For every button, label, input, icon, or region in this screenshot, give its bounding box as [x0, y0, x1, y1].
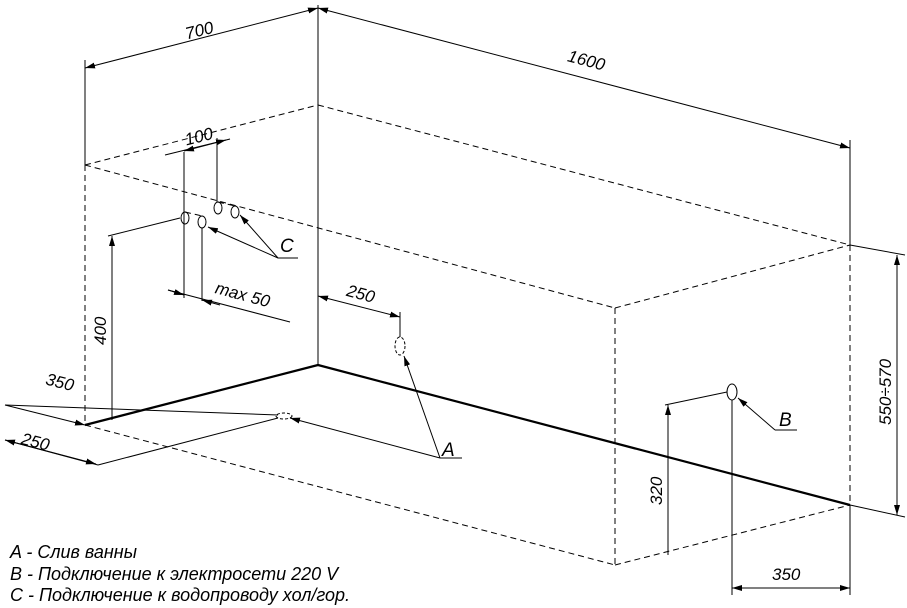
water-supply-pipes: 100 max 50 400 C: [91, 124, 298, 420]
legend-item-c: C - Подключение к водопроводу хол/гор.: [10, 585, 350, 605]
pipe-height-label: 400: [91, 316, 110, 345]
drain-side-label: 350: [44, 370, 77, 395]
bathtub-outline: [84, 5, 851, 566]
legend: A - Слив ванны B - Подключение к электро…: [9, 542, 350, 605]
marker-b: B: [779, 410, 792, 431]
socket-side-label: 350: [772, 565, 801, 584]
drain-front-label: 250: [18, 429, 52, 455]
dimension-length-label: 1600: [566, 47, 608, 75]
legend-item-a: A - Слив ванны: [9, 542, 137, 562]
dimension-height: 550÷570: [849, 244, 906, 518]
drain: 250 A 350 250: [4, 281, 462, 466]
pipe-offset-label: max 50: [213, 278, 272, 311]
electrical-socket: 320 350 B: [647, 383, 851, 595]
socket-height-label: 320: [647, 476, 666, 505]
pipe-spacing-label: 100: [183, 124, 216, 149]
dimension-height-label: 550÷570: [876, 358, 895, 425]
legend-item-b: B - Подключение к электросети 220 V: [10, 564, 340, 584]
marker-c: C: [280, 236, 294, 257]
dimension-width-label: 700: [183, 18, 216, 43]
drain-wall-label: 250: [344, 281, 378, 307]
marker-a: A: [441, 440, 455, 461]
